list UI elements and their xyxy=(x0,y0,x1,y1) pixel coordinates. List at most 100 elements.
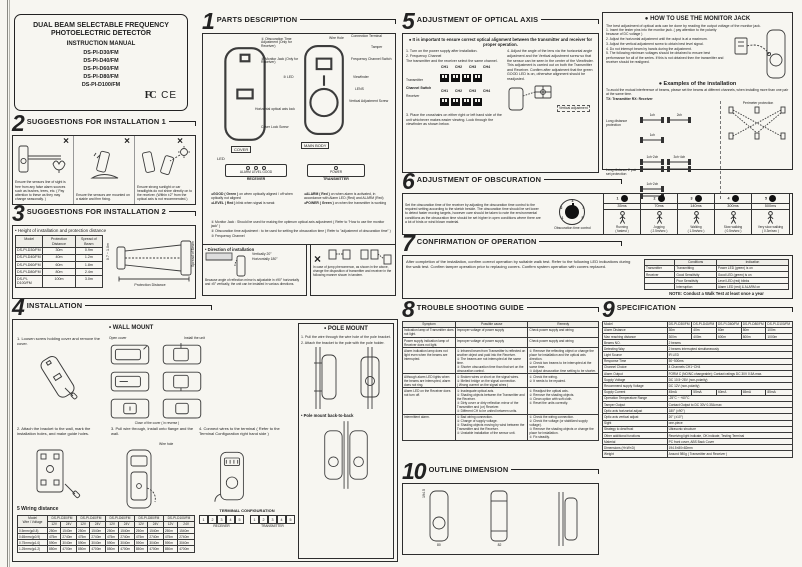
horizontally-label: Horizontally 180° xyxy=(252,256,278,261)
section8-header: 8 TROUBLE SHOOTING GUIDE xyxy=(402,296,600,322)
obscuration-column: 5 500ms Very slow walking ( 0.3m/sec ) xyxy=(752,194,789,234)
beam-bar xyxy=(640,136,665,143)
trouble-header-row: Symptom Possible cause Remedy xyxy=(402,320,599,328)
axis-step-3: 3. Place the crosshairs on either right … xyxy=(406,113,502,127)
section10-title: OUTLINE DIMENSION xyxy=(428,465,509,474)
section6-body: Set the obscuration time of the receiver… xyxy=(402,192,793,235)
install-unit-caption: Install the unit xyxy=(184,335,205,340)
cell-distance: 60m xyxy=(42,260,76,270)
monitor-jack-intro: The best adjustment of optical axis can … xyxy=(606,23,761,28)
trouble-symptom: Alarm indication lamp does not light eve… xyxy=(402,347,456,375)
axis-step-1: 1. Turn on the power supply after instal… xyxy=(406,49,478,54)
cover-caption: COVER xyxy=(231,145,252,153)
led-note-desc: blink when signal is weak xyxy=(236,201,275,206)
indication-row: Interruption Alarm LED (red) & ALARM on xyxy=(643,283,790,291)
good-led-icon xyxy=(262,166,266,171)
cell-distance: 80m xyxy=(42,267,76,277)
beam-bar xyxy=(640,165,665,172)
install-step-2: 2. Attach the bracket to the wall, mark … xyxy=(17,425,91,436)
monitor-jack-content: 1. Insert the tester pins into the monit… xyxy=(606,28,789,80)
suggestion-caption: Ensure strong sunlight or car headlights… xyxy=(137,184,193,202)
terminal-cell: 5 xyxy=(286,514,295,524)
beam-cone-drawing xyxy=(116,240,192,282)
indication-condition: Interruption xyxy=(674,283,717,291)
dial-position-number: 4 xyxy=(727,196,730,200)
indication-unit xyxy=(643,283,676,291)
speed-caption: Jogging ( 2.5m/sec ) xyxy=(650,224,668,233)
data-cell: 850m xyxy=(75,545,91,553)
beam-bar xyxy=(640,158,665,165)
front-outline-block: 194.5 80 xyxy=(422,489,450,547)
protection-distance-table: Model Protection Distance Spread of Beam… xyxy=(14,235,104,288)
obscuration-column: 2 70ms Jogging ( 2.5m/sec ) xyxy=(641,193,678,234)
table-row: DS-PI-D40/FM 40m 1.2m xyxy=(14,253,104,262)
example-row2-label: Long distance 2 pair set protection xyxy=(606,167,637,176)
axis-step-4: 4. Adjust the angle of the lens via the … xyxy=(507,49,594,82)
wire-size-cell: 1.25mm²(φ1.2) xyxy=(17,545,48,553)
trouble-cause: Improper voltage of power supply xyxy=(454,336,529,349)
led-note-name: ●ALARM ( Red ) xyxy=(304,191,330,196)
section-suggestions-2: 3 SUGGESTIONS FOR INSTALLATION 2 • Heigh… xyxy=(12,200,197,299)
callout-led: ③ LED xyxy=(283,74,294,79)
trouble-symptom: Indication lamp of Transmitter does not … xyxy=(402,326,456,338)
model-number: DS-PI-D60/FM xyxy=(83,65,119,72)
section6-number: 6 xyxy=(402,168,415,194)
section7-title: CONFIRMATION OF OPERATION xyxy=(416,237,537,246)
callout-vertical-screw: Vertical Adjustment Screw xyxy=(349,98,389,103)
troubleshooting-table: Symptom Possible cause Remedy Indication… xyxy=(402,320,599,441)
person-speed-icon xyxy=(655,210,663,224)
table-header-row: Model Protection Distance Spread of Beam xyxy=(14,235,104,248)
pole-back-heading: • Pole mount back-to-back xyxy=(301,413,354,419)
protection-table-body: DS-PI-D30/FM 30m 0.9m DS-PI-D40/FM 40m 1… xyxy=(14,246,104,288)
terminal-caption: RECEIVER xyxy=(213,523,230,528)
section5-title: ADJUSTMENT OF OPTICAL AXIS xyxy=(416,15,539,24)
model-number: DS-PI-D30/FM xyxy=(83,50,119,57)
jump-diagram xyxy=(328,249,392,265)
channel-switch-label: Channel Switch xyxy=(406,86,432,91)
section2-body: × Ensure the sensors line of sight is fr… xyxy=(12,134,196,205)
depth-dimension: 82 xyxy=(497,543,502,548)
height-installation-bullet: • Height of installation and protection … xyxy=(15,227,107,233)
monitor-jack-title: ● HOW TO USE THE MONITOR JACK xyxy=(644,16,751,22)
pole-back-to-back-drawing xyxy=(324,420,368,489)
pole-mount-heading: • POLE MOUNT xyxy=(324,325,368,332)
transmitter-led-dots xyxy=(310,166,362,171)
cross-mark-icon: × xyxy=(177,135,183,147)
cell-spread: 1.2m xyxy=(74,253,104,262)
section7-rule xyxy=(539,241,622,248)
channel-label: CH2 xyxy=(454,65,463,70)
callout-lens: LENS xyxy=(355,86,364,91)
callout-tamper: Tamper xyxy=(371,44,383,49)
section8-number: 8 xyxy=(402,296,415,322)
optical-axis-intro: ● It is important to ensure correct opti… xyxy=(408,36,593,47)
wall-step-drawing xyxy=(110,398,150,419)
terminal-cell: 3 xyxy=(217,514,226,524)
unstable-mount-illustration xyxy=(76,138,132,194)
dial-position-number: 5 xyxy=(765,196,767,200)
section-confirmation: 7 CONFIRMATION OF OPERATION After comple… xyxy=(402,232,793,299)
receiver-caption: RECEIVER xyxy=(246,176,266,181)
section4-number: 4 xyxy=(12,294,25,320)
trouble-row: Power supply indication lamp of Receiver… xyxy=(402,336,599,349)
wall-step-drawing xyxy=(162,371,202,392)
trouble-row: Although alarm LED lights when the beams… xyxy=(402,373,599,389)
pole-step-list: 1. Pull the wire through the wire hole o… xyxy=(301,335,391,345)
viewfinder-drawing xyxy=(508,85,552,111)
trouble-remedy: ① Remove the reflecting object or change… xyxy=(527,347,599,375)
col-header-model: Model xyxy=(14,235,44,248)
table-row: DS-PI-D60/FM 60m 1.8m xyxy=(14,260,104,270)
section3-number: 3 xyxy=(12,200,25,226)
section8-title: TROUBLE SHOOTING GUIDE xyxy=(416,303,524,312)
dial-position: 5 xyxy=(765,194,776,202)
example-row1-label: Long distance protection xyxy=(606,118,628,127)
jump-phenomenon-box: × In case of jump phenomenon, as shown i… xyxy=(310,244,396,296)
bushes-illustration xyxy=(15,138,71,181)
section10-rule xyxy=(511,469,599,476)
wall-diagram-grid xyxy=(109,341,205,420)
